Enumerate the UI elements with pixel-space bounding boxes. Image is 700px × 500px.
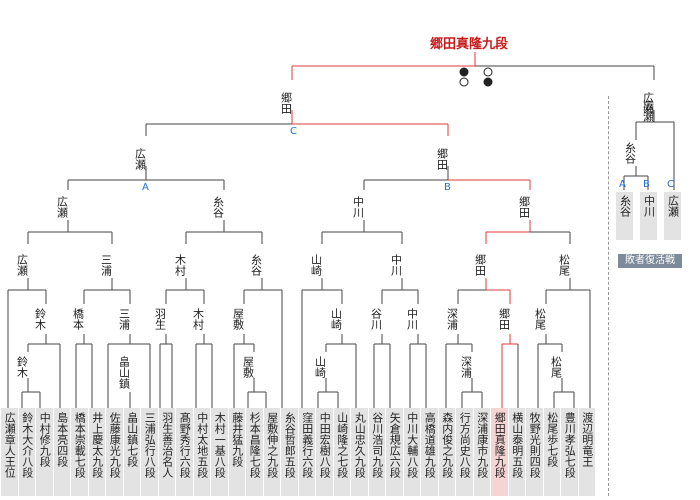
player-cell: 島本亮四段	[52, 408, 70, 496]
player-cell: 中川大輔八段	[402, 408, 420, 496]
r5-left: 広瀬	[134, 148, 147, 171]
result-mark	[459, 67, 469, 77]
player-cell: 豊川孝弘七段	[560, 408, 578, 496]
result-mark	[459, 77, 469, 87]
player-cell: 窪田義行六段	[297, 408, 315, 496]
r1-3: 山崎	[314, 356, 327, 378]
player-cell: 佐藤康光九段	[105, 408, 123, 496]
player-cell: 羽生善治名人	[157, 408, 175, 496]
match-tag-b: B	[444, 182, 451, 193]
player-cell: 糸谷哲郎五段	[280, 408, 298, 496]
r4-0: 広瀬	[56, 196, 69, 219]
r2-11: 松尾	[534, 307, 547, 330]
r2-9: 深浦	[446, 308, 459, 331]
r2-0: 鈴木	[34, 307, 47, 331]
r3-4: 山崎	[310, 254, 323, 276]
r1-4: 深浦	[460, 356, 473, 379]
player-cell: 高橋道雄九段	[420, 408, 438, 496]
player-cell: 深浦康市九段	[472, 408, 490, 496]
r2-4: 木村	[192, 308, 205, 330]
player-cell: 横山泰明五段	[507, 408, 525, 496]
player-cell: 井上慶太九段	[87, 408, 105, 496]
r2-5: 屋敷	[232, 308, 245, 331]
final-right: 広瀬	[642, 92, 655, 115]
match-tag-a: A	[142, 182, 149, 193]
player-cell: 矢倉規広六段	[385, 408, 403, 496]
final-left: 郷田	[280, 91, 293, 114]
player-cell: 行方尚史八段	[455, 408, 473, 496]
r2-8: 中川	[406, 308, 419, 330]
result-mark	[483, 67, 493, 77]
r2-6: 山崎	[330, 308, 343, 330]
player-cell: 中田宏樹八段	[315, 408, 333, 496]
r3-2: 木村	[174, 254, 187, 276]
r3-6: 郷田	[474, 253, 487, 276]
player-cell: 郷田真隆九段	[490, 408, 508, 496]
r2-7: 谷川	[370, 308, 383, 330]
match-tag-c: C	[290, 126, 297, 137]
player-cell: 三浦弘行八段	[140, 408, 158, 496]
r3-5: 中川	[390, 254, 403, 276]
player-cell: 杉本昌隆七段	[245, 408, 263, 496]
player-cell: 髙野秀行六段	[175, 408, 193, 496]
r1-0: 鈴木	[16, 355, 29, 379]
revival-title: 敗者復活戦	[618, 254, 682, 268]
champion-label: 郷田真隆九段	[430, 36, 508, 52]
r3-0: 広瀬	[16, 254, 29, 277]
player-cell: 中村修九段	[35, 408, 53, 496]
r4-1: 糸谷	[212, 196, 225, 219]
divider	[608, 96, 609, 496]
r3-1: 三浦	[100, 254, 113, 277]
r2-2: 三浦	[118, 308, 131, 331]
r5-right: 郷田	[436, 147, 449, 170]
r2-3: 羽生	[154, 308, 167, 330]
player-cell: 山崎隆之七段	[332, 408, 350, 496]
result-mark	[483, 77, 493, 87]
player-cell: 鈴木大介八段	[17, 408, 35, 496]
r3-3: 糸谷	[250, 254, 263, 277]
player-cell: 牧野光則四段	[525, 408, 543, 496]
player-cell: 木村一基八段	[210, 408, 228, 496]
revival-winner: 広瀬	[642, 100, 655, 123]
player-cell: 森内俊之九段	[437, 408, 455, 496]
r4-3: 郷田	[518, 195, 531, 218]
r3-7: 松尾	[558, 253, 571, 276]
r1-2: 屋敷	[242, 356, 255, 379]
r1-5: 松尾	[550, 355, 563, 378]
player-cell: 屋敷伸之九段	[262, 408, 280, 496]
player-cell: 丸山忠久九段	[350, 408, 368, 496]
revival-semi: 糸谷	[624, 142, 637, 165]
player-cell: 広瀬章人王位	[0, 408, 18, 496]
player-cell: 橋本崇載七段	[70, 408, 88, 496]
player-cell: 中村太地五段	[192, 408, 210, 496]
player-cell: 谷川浩司九段	[367, 408, 385, 496]
player-cell: 藤井猛九段	[227, 408, 245, 496]
r2-1: 橋本	[72, 307, 85, 331]
r2-10: 郷田	[498, 307, 511, 330]
player-cell: 松尾歩七段	[542, 408, 560, 496]
r1-1: 畠山鎮	[118, 355, 131, 390]
player-cell: 畠山鎮七段	[122, 408, 140, 496]
r4-2: 中川	[352, 196, 365, 218]
player-cell: 渡辺明竜王	[577, 408, 595, 496]
